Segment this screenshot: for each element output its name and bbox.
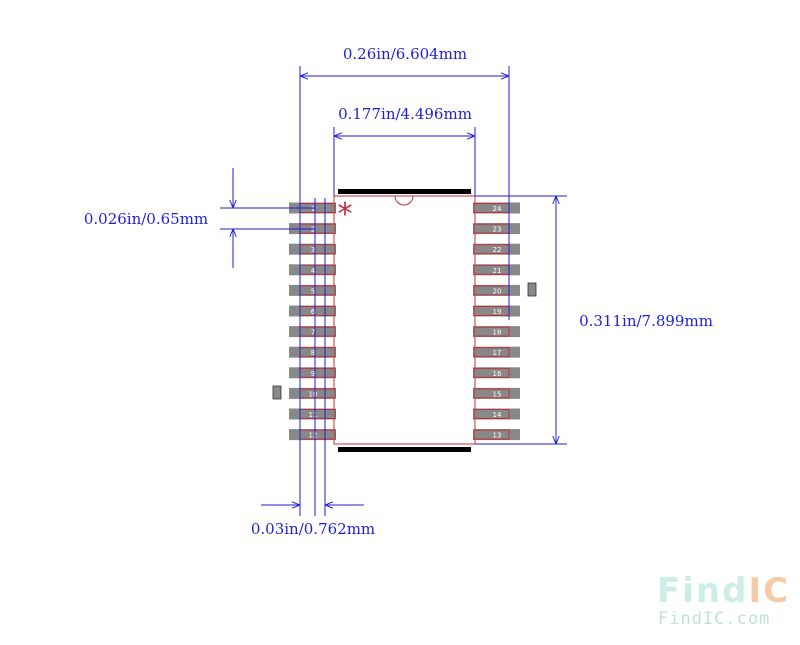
left-pad bbox=[289, 367, 336, 379]
left-pin-number: 7 bbox=[311, 329, 315, 337]
right-pad bbox=[473, 408, 520, 420]
right-pad bbox=[473, 284, 520, 296]
right-pad bbox=[473, 429, 520, 441]
left-pin-number: 9 bbox=[311, 370, 315, 378]
right-lead-outline bbox=[473, 429, 510, 440]
left-pin-number: 10 bbox=[309, 390, 318, 398]
left-pad bbox=[289, 408, 336, 420]
overall-width-label: 0.26in/6.604mm bbox=[343, 45, 467, 63]
pin1-marker: * bbox=[338, 197, 353, 232]
right-pin-number: 16 bbox=[493, 370, 502, 378]
left-pad bbox=[289, 284, 336, 296]
right-pad bbox=[473, 202, 520, 214]
right-pin-number: 15 bbox=[493, 390, 502, 398]
right-pin-number: 17 bbox=[493, 349, 502, 357]
left-pad bbox=[289, 429, 336, 441]
body-bottom-bar bbox=[338, 447, 471, 452]
right-pad bbox=[473, 367, 520, 379]
left-pin-number: 11 bbox=[309, 411, 318, 419]
right-lead-outline bbox=[473, 409, 510, 419]
right-pad bbox=[473, 264, 520, 276]
left-pin-number: 8 bbox=[311, 349, 315, 357]
right-pin-number: 21 bbox=[493, 267, 502, 275]
left-pad bbox=[289, 346, 336, 358]
right-pin-number: 23 bbox=[493, 226, 502, 234]
right-lead-outline bbox=[473, 326, 510, 337]
body-length-label: 0.311in/7.899mm bbox=[579, 312, 713, 330]
left-pad bbox=[289, 264, 336, 276]
pin1-notch bbox=[394, 195, 414, 206]
pad-width-label: 0.03in/0.762mm bbox=[251, 520, 375, 538]
right-pad bbox=[473, 305, 520, 317]
body-width-label: 0.177in/4.496mm bbox=[338, 105, 472, 123]
right-pin-number: 22 bbox=[493, 246, 502, 254]
right-lead-outline bbox=[473, 347, 510, 358]
right-lead-outline bbox=[473, 388, 510, 399]
right-pad bbox=[473, 326, 520, 338]
left-pin-number: 12 bbox=[309, 432, 318, 440]
right-pin-number: 19 bbox=[493, 308, 502, 316]
left-pad bbox=[289, 326, 336, 338]
left-pin-number: 3 bbox=[311, 246, 315, 254]
left-pad bbox=[289, 387, 336, 399]
package-body-outline bbox=[333, 195, 476, 445]
pitch-label: 0.026in/0.65mm bbox=[84, 210, 208, 228]
findic-watermark: FindIC FindIC.com bbox=[657, 571, 790, 629]
left-pad bbox=[289, 243, 336, 255]
right-pin-number: 14 bbox=[493, 411, 502, 419]
left-pin-number: 1 bbox=[311, 205, 315, 213]
left-pad bbox=[289, 305, 336, 317]
right-pad bbox=[473, 223, 520, 235]
right-lead-outline bbox=[473, 367, 510, 378]
right-pin-number: 13 bbox=[493, 432, 502, 440]
left-pin-number: 6 bbox=[311, 308, 316, 316]
right-pad bbox=[473, 346, 520, 358]
left-pin-number: 4 bbox=[311, 267, 316, 275]
fiducial-left bbox=[272, 385, 282, 400]
body-top-bar bbox=[338, 189, 471, 194]
dimension-lines bbox=[220, 66, 567, 516]
right-pin-number: 24 bbox=[493, 205, 502, 213]
right-pin-number: 18 bbox=[493, 329, 502, 337]
fiducial-right bbox=[527, 282, 537, 297]
right-pad bbox=[473, 243, 520, 255]
right-pin-number: 20 bbox=[493, 287, 502, 295]
left-pin-number: 5 bbox=[311, 287, 315, 295]
right-pad bbox=[473, 387, 520, 399]
left-pin-number: 2 bbox=[311, 226, 315, 234]
right-pad-row: 24 23 22 21 20 19 18 17 16 15 14 13 bbox=[473, 202, 520, 441]
watermark-find: Find bbox=[657, 571, 748, 611]
watermark-url: FindIC.com bbox=[658, 609, 770, 629]
watermark-ic: IC bbox=[748, 571, 790, 611]
svg-text:FindIC: FindIC bbox=[657, 571, 790, 611]
